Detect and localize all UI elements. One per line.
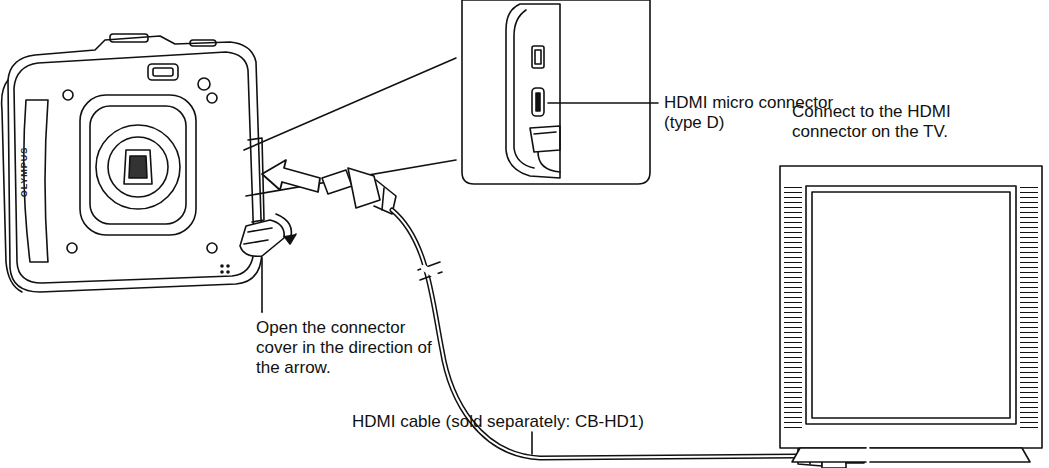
- callout-line: [244, 58, 456, 150]
- connector-inset: [462, 0, 650, 184]
- tv: [780, 166, 1042, 462]
- brand-mark: OLYMPUS: [19, 147, 29, 198]
- insert-arrow: [262, 160, 320, 192]
- leader-line: [531, 432, 533, 454]
- instruction-note: Connect to the HDMI connector on the TV.: [792, 102, 977, 142]
- camera: [2, 34, 296, 292]
- leader-line: [261, 258, 263, 312]
- break-mark: [418, 262, 442, 280]
- part-label: HDMI cable (sold separately: CB-HD1): [352, 412, 644, 432]
- hdmi-plug: [322, 168, 396, 214]
- leader-line: [548, 102, 658, 104]
- instruction-note: Open the connector cover in the directio…: [256, 318, 438, 378]
